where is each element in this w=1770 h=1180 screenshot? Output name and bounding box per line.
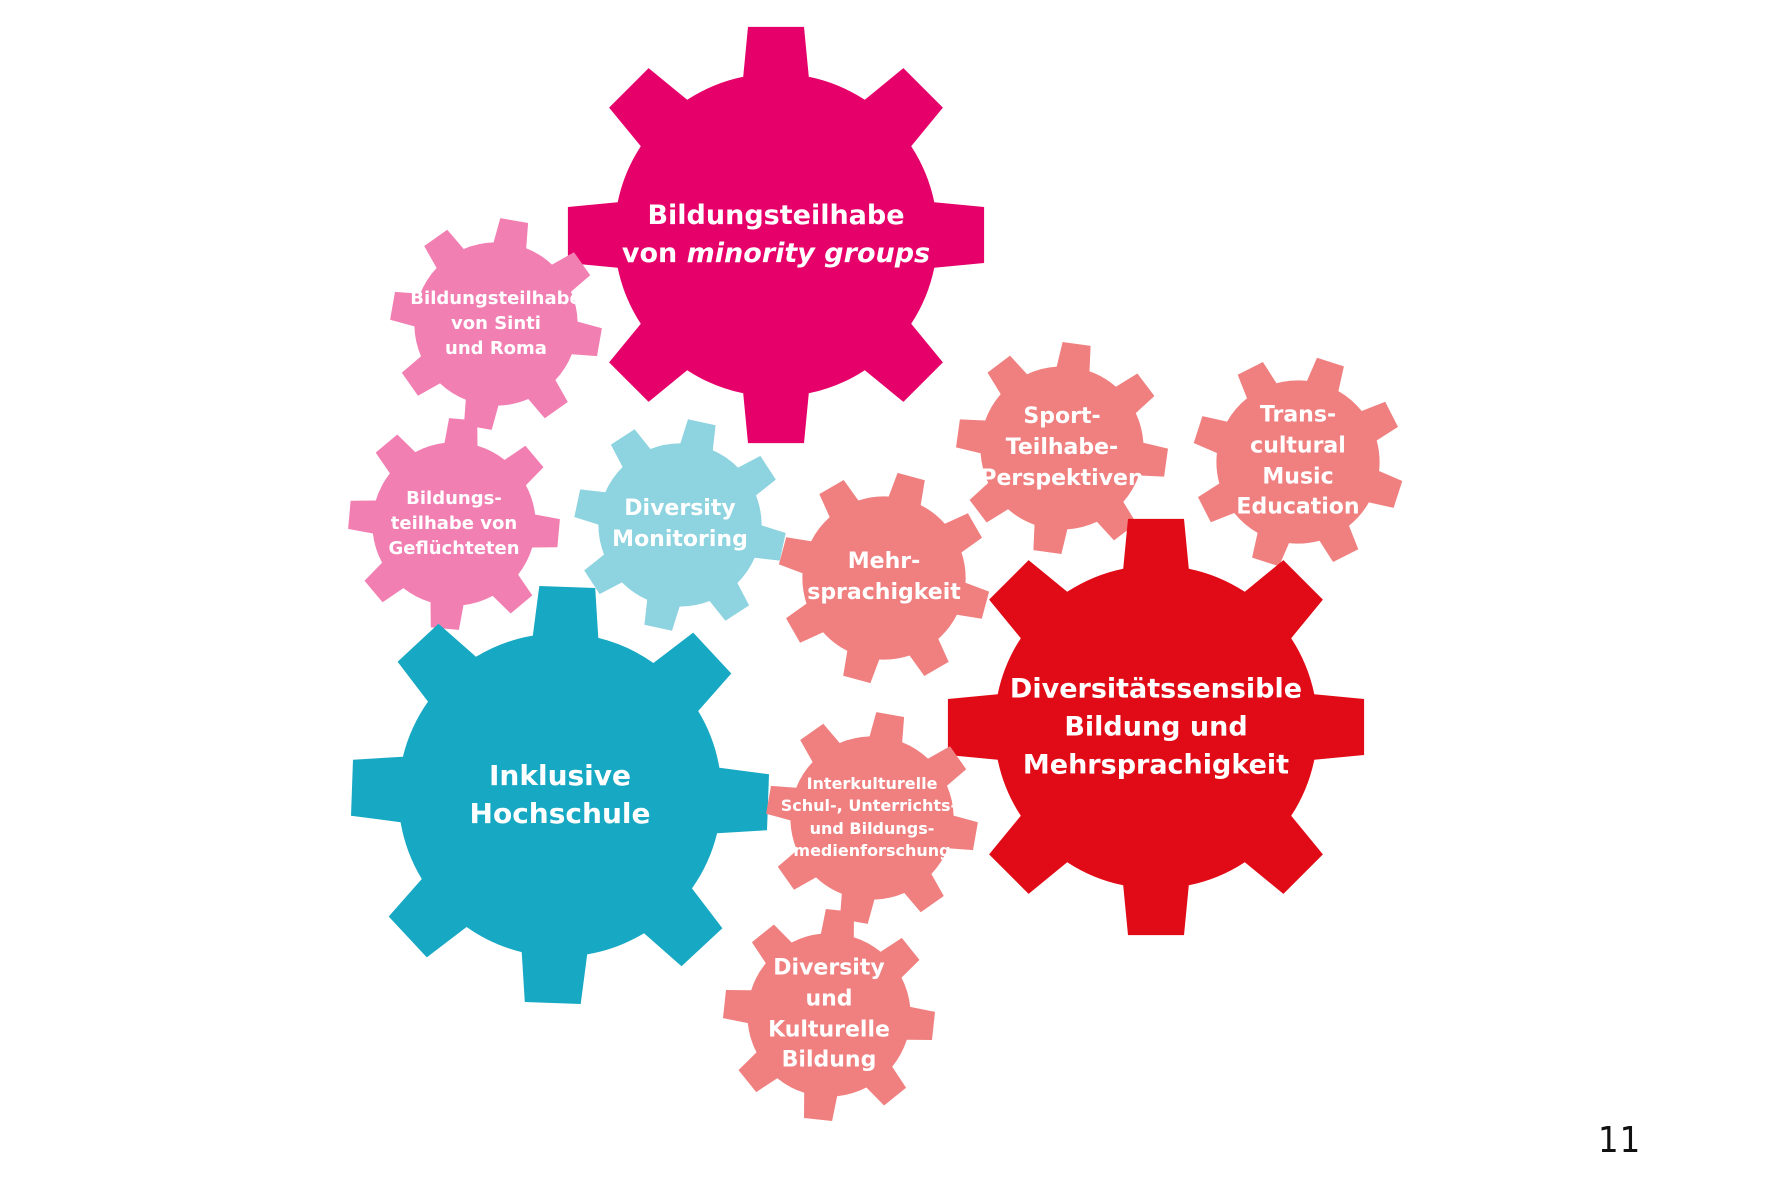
gear-label-line: Bildungs-	[406, 488, 502, 510]
gear-bildungsteilhabe-gefluechtete	[348, 418, 560, 630]
gear-diversity-monitoring	[574, 419, 786, 631]
gear-label-line: Perspektiven	[980, 465, 1144, 491]
gear-label-line: Monitoring	[612, 527, 748, 552]
gear-label-line: Schul-, Unterrichts-,	[780, 796, 964, 816]
gear-label-line: und Roma	[445, 338, 547, 360]
gear-label-line: Diversity	[773, 955, 885, 981]
page-number: 11	[1598, 1120, 1642, 1161]
gear-bildungsteilhabe-sinti-roma	[390, 218, 602, 430]
gear-sport-teilhabe	[956, 342, 1168, 554]
gear-label-line: Diversitätssensible	[1009, 673, 1303, 705]
gear-label-line: Bildungsteilhabe	[647, 200, 905, 232]
gear-label-line: und Bildungs-	[809, 819, 935, 838]
gear-label-line: Diversity	[624, 496, 736, 522]
gear-label-line: Hochschule	[469, 797, 651, 830]
gear-label-line: sprachigkeit	[807, 580, 961, 605]
gear-label-line: cultural	[1250, 433, 1346, 459]
gear-bildungsteilhabe-minority	[567, 26, 985, 444]
gear-label-line: Kulturelle	[768, 1017, 890, 1042]
gear-inklusive-hochschule	[351, 586, 769, 1004]
gear-label-line: und	[805, 986, 853, 1012]
gear-label-line: Interkulturelle	[806, 774, 938, 794]
gear-label-line: Bildung	[781, 1047, 877, 1073]
gear-label-line: von minority groups	[621, 238, 931, 269]
gear-label-line: Education	[1236, 494, 1360, 520]
gear-label-line: Mehrsprachigkeit	[1022, 748, 1290, 780]
gear-transcultural-music	[1193, 357, 1403, 567]
gear-label-line: teilhabe von	[390, 513, 518, 535]
gear-mehrsprachigkeit	[778, 472, 990, 684]
gear-label-line: Inklusive	[488, 759, 632, 793]
gear-label-line: Geflüchteten	[388, 538, 520, 560]
gear-label-sport-teilhabe: Sport- Teilhabe- Perspektiven	[980, 402, 1143, 494]
gear-label-line: Teilhabe-	[1005, 434, 1119, 460]
gear-label-mehrsprachigkeit: Mehr-sprachigkeit	[807, 547, 961, 609]
gear-label-line: Sport-	[1023, 403, 1101, 429]
gear-label-line: Mehr-	[847, 549, 921, 575]
gear-label-bildungsteilhabe-sinti-roma: Bildungsteilhabe von Sinti und Roma	[410, 286, 581, 362]
gear-label-line: von Sinti	[451, 313, 541, 335]
gear-label-line: Trans-	[1259, 402, 1337, 428]
gear-diversity-kulturelle-bildung	[723, 909, 935, 1121]
gear-interkulturelle-forschung	[766, 712, 978, 924]
gear-label-line: Bildung und	[1064, 711, 1248, 743]
gear-label-line: Bildungsteilhabe	[410, 288, 582, 310]
gear-label-bildungsteilhabe-minority: Bildungsteilhabe von minority groups	[622, 197, 930, 273]
gear-label-line: Music	[1262, 464, 1334, 489]
gear-diversitaetssensible-bildung	[947, 518, 1365, 936]
gear-label-line: medienforschung	[793, 841, 951, 861]
